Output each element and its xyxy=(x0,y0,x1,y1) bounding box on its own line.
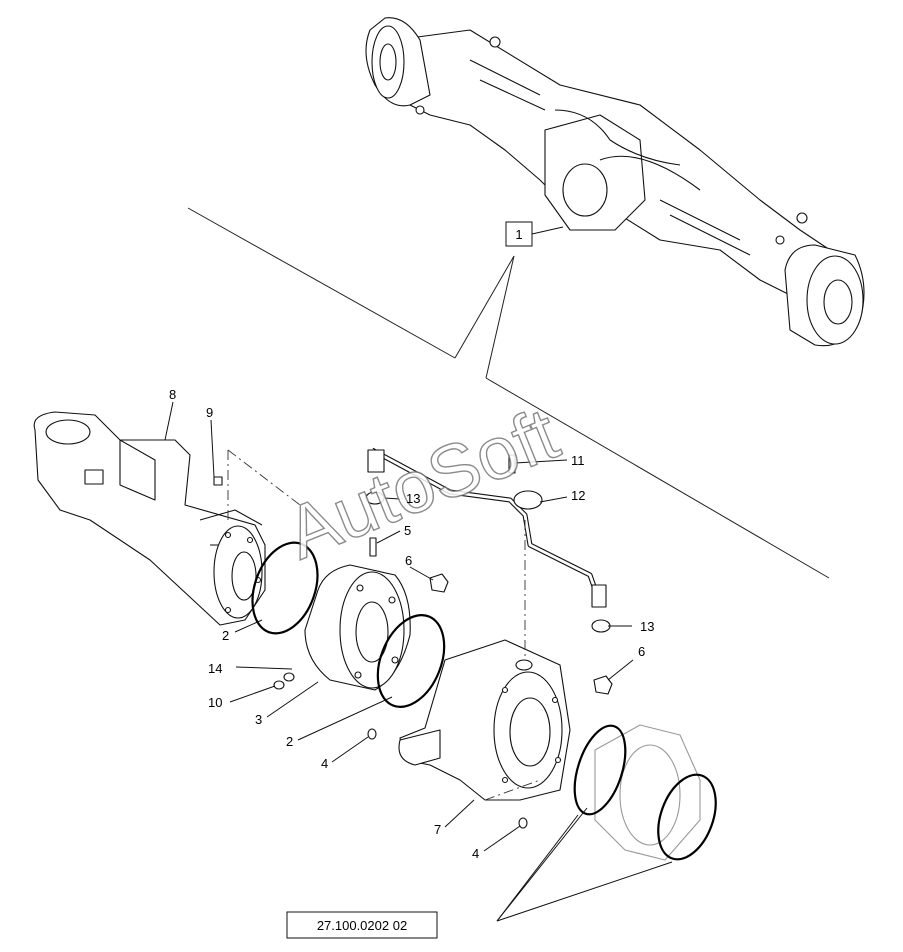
axle-assembly-drawing xyxy=(365,17,865,347)
small-o-ring-part xyxy=(518,817,528,829)
callout-5: 5 xyxy=(404,523,411,538)
o-ring-part xyxy=(657,773,717,861)
sealing-washer-part xyxy=(591,619,611,633)
callout-6b: 6 xyxy=(638,644,645,659)
bolt-part xyxy=(508,454,516,474)
callout-4: 4 xyxy=(321,756,328,771)
section-lines xyxy=(187,207,830,579)
reference-number: 27.100.0202 02 xyxy=(317,918,407,933)
assembly-callout: 1 xyxy=(505,221,564,247)
plug-part xyxy=(213,476,223,486)
callout-13: 13 xyxy=(406,491,420,506)
leader-lines xyxy=(164,401,673,922)
plug-part xyxy=(273,680,285,690)
callout-10: 10 xyxy=(208,695,222,710)
callout-6: 6 xyxy=(405,553,412,568)
fitting-part xyxy=(369,537,377,557)
callout-12: 12 xyxy=(571,488,585,503)
o-ring-part xyxy=(251,541,319,635)
plug-part xyxy=(429,573,449,593)
callout-4b: 4 xyxy=(472,846,479,861)
gearbox-part xyxy=(594,724,701,861)
callout-8: 8 xyxy=(169,387,176,402)
exploded-parts xyxy=(33,411,717,861)
callout-9: 9 xyxy=(206,405,213,420)
callout-11: 11 xyxy=(571,453,585,468)
callout-14: 14 xyxy=(208,661,222,676)
callout-3: 3 xyxy=(255,712,262,727)
plug-part xyxy=(283,672,295,682)
brake-hub-part xyxy=(304,564,411,691)
callout-1: 1 xyxy=(515,227,522,242)
center-lines xyxy=(227,449,541,801)
axle-housing-part xyxy=(33,411,266,626)
callout-7: 7 xyxy=(434,822,441,837)
o-ring-part xyxy=(573,724,627,816)
plug-part xyxy=(593,675,613,695)
callout-2: 2 xyxy=(222,628,229,643)
callout-labels: 8 9 2 14 10 3 2 4 5 6 7 4 11 12 13 13 6 xyxy=(169,387,654,861)
callout-2b: 2 xyxy=(286,734,293,749)
differential-housing-part xyxy=(398,639,571,801)
reference-number-box: 27.100.0202 02 xyxy=(286,911,438,939)
callout-13b: 13 xyxy=(640,619,654,634)
small-o-ring-part xyxy=(367,728,377,740)
o-ring-part xyxy=(376,613,446,709)
